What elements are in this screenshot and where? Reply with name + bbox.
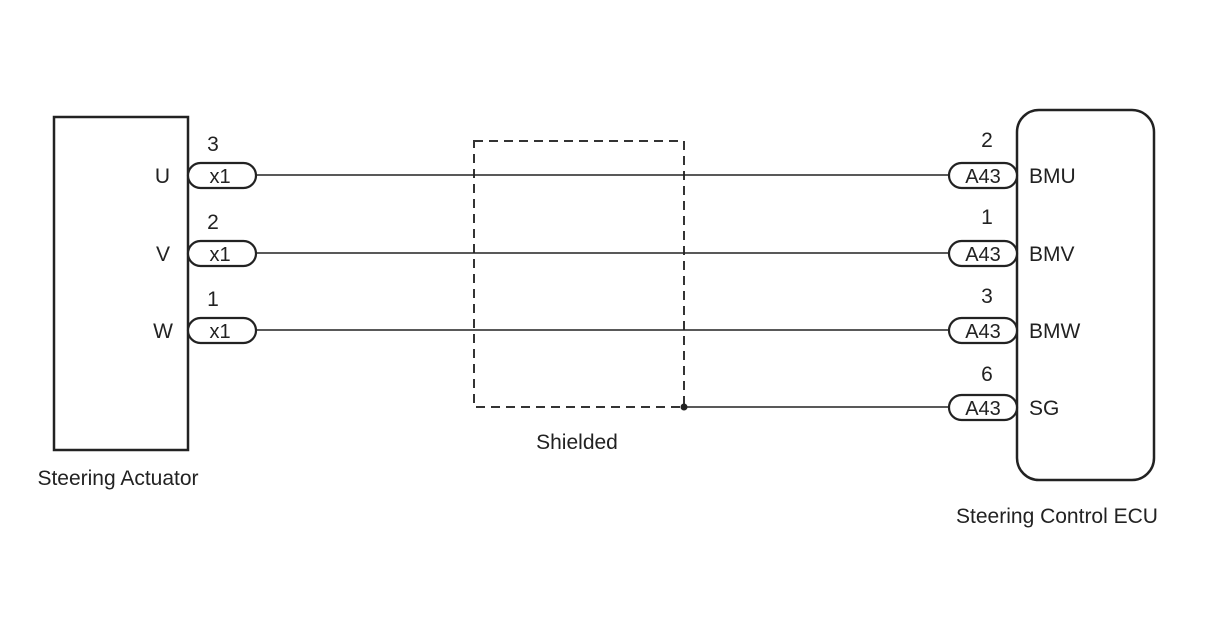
actuator-pin-number-w: 1	[207, 288, 219, 311]
shield-label: Shielded	[536, 431, 618, 454]
ecu-connector-label-bmw: A43	[965, 321, 1001, 343]
ecu-pin-name-bmw: BMW	[1029, 320, 1081, 343]
ecu-pin-number-bmu: 2	[981, 129, 993, 152]
actuator-connector-u	[186, 161, 258, 190]
steering-control-ecu-box	[1015, 108, 1156, 482]
actuator-connector-label-w: x1	[209, 321, 230, 343]
ecu-connector-label-bmu: A43	[965, 166, 1001, 188]
ecu-pin-name-bmv: BMV	[1029, 243, 1075, 266]
ecu-pin-name-bmu: BMU	[1029, 165, 1076, 188]
ecu-connector-label-sg: A43	[965, 398, 1001, 420]
actuator-connector-v	[186, 239, 258, 268]
ecu-pin-name-sg: SG	[1029, 397, 1059, 420]
ecu-pin-number-bmv: 1	[981, 206, 993, 229]
actuator-pin-name-w: W	[153, 320, 173, 343]
ecu-connector-bmu	[947, 161, 1019, 190]
ecu-connector-bmw	[947, 316, 1019, 345]
ecu-connector-sg	[947, 393, 1019, 422]
ecu-connector-bmv	[947, 239, 1019, 268]
steering-actuator-label: Steering Actuator	[37, 467, 198, 490]
actuator-connector-label-v: x1	[209, 244, 230, 266]
actuator-connector-label-u: x1	[209, 166, 230, 188]
ecu-connector-label-bmv: A43	[965, 244, 1001, 266]
shield-junction-dot	[680, 403, 688, 411]
ecu-pin-number-bmw: 3	[981, 285, 993, 308]
steering-control-ecu-label: Steering Control ECU	[956, 505, 1158, 528]
actuator-pin-number-u: 3	[207, 133, 219, 156]
actuator-pin-name-u: U	[155, 165, 170, 188]
actuator-connector-w	[186, 316, 258, 345]
shield-boundary	[473, 140, 685, 408]
steering-actuator-box	[52, 115, 190, 452]
actuator-pin-name-v: V	[156, 243, 170, 266]
actuator-pin-number-v: 2	[207, 211, 219, 234]
ecu-pin-number-sg: 6	[981, 363, 993, 386]
